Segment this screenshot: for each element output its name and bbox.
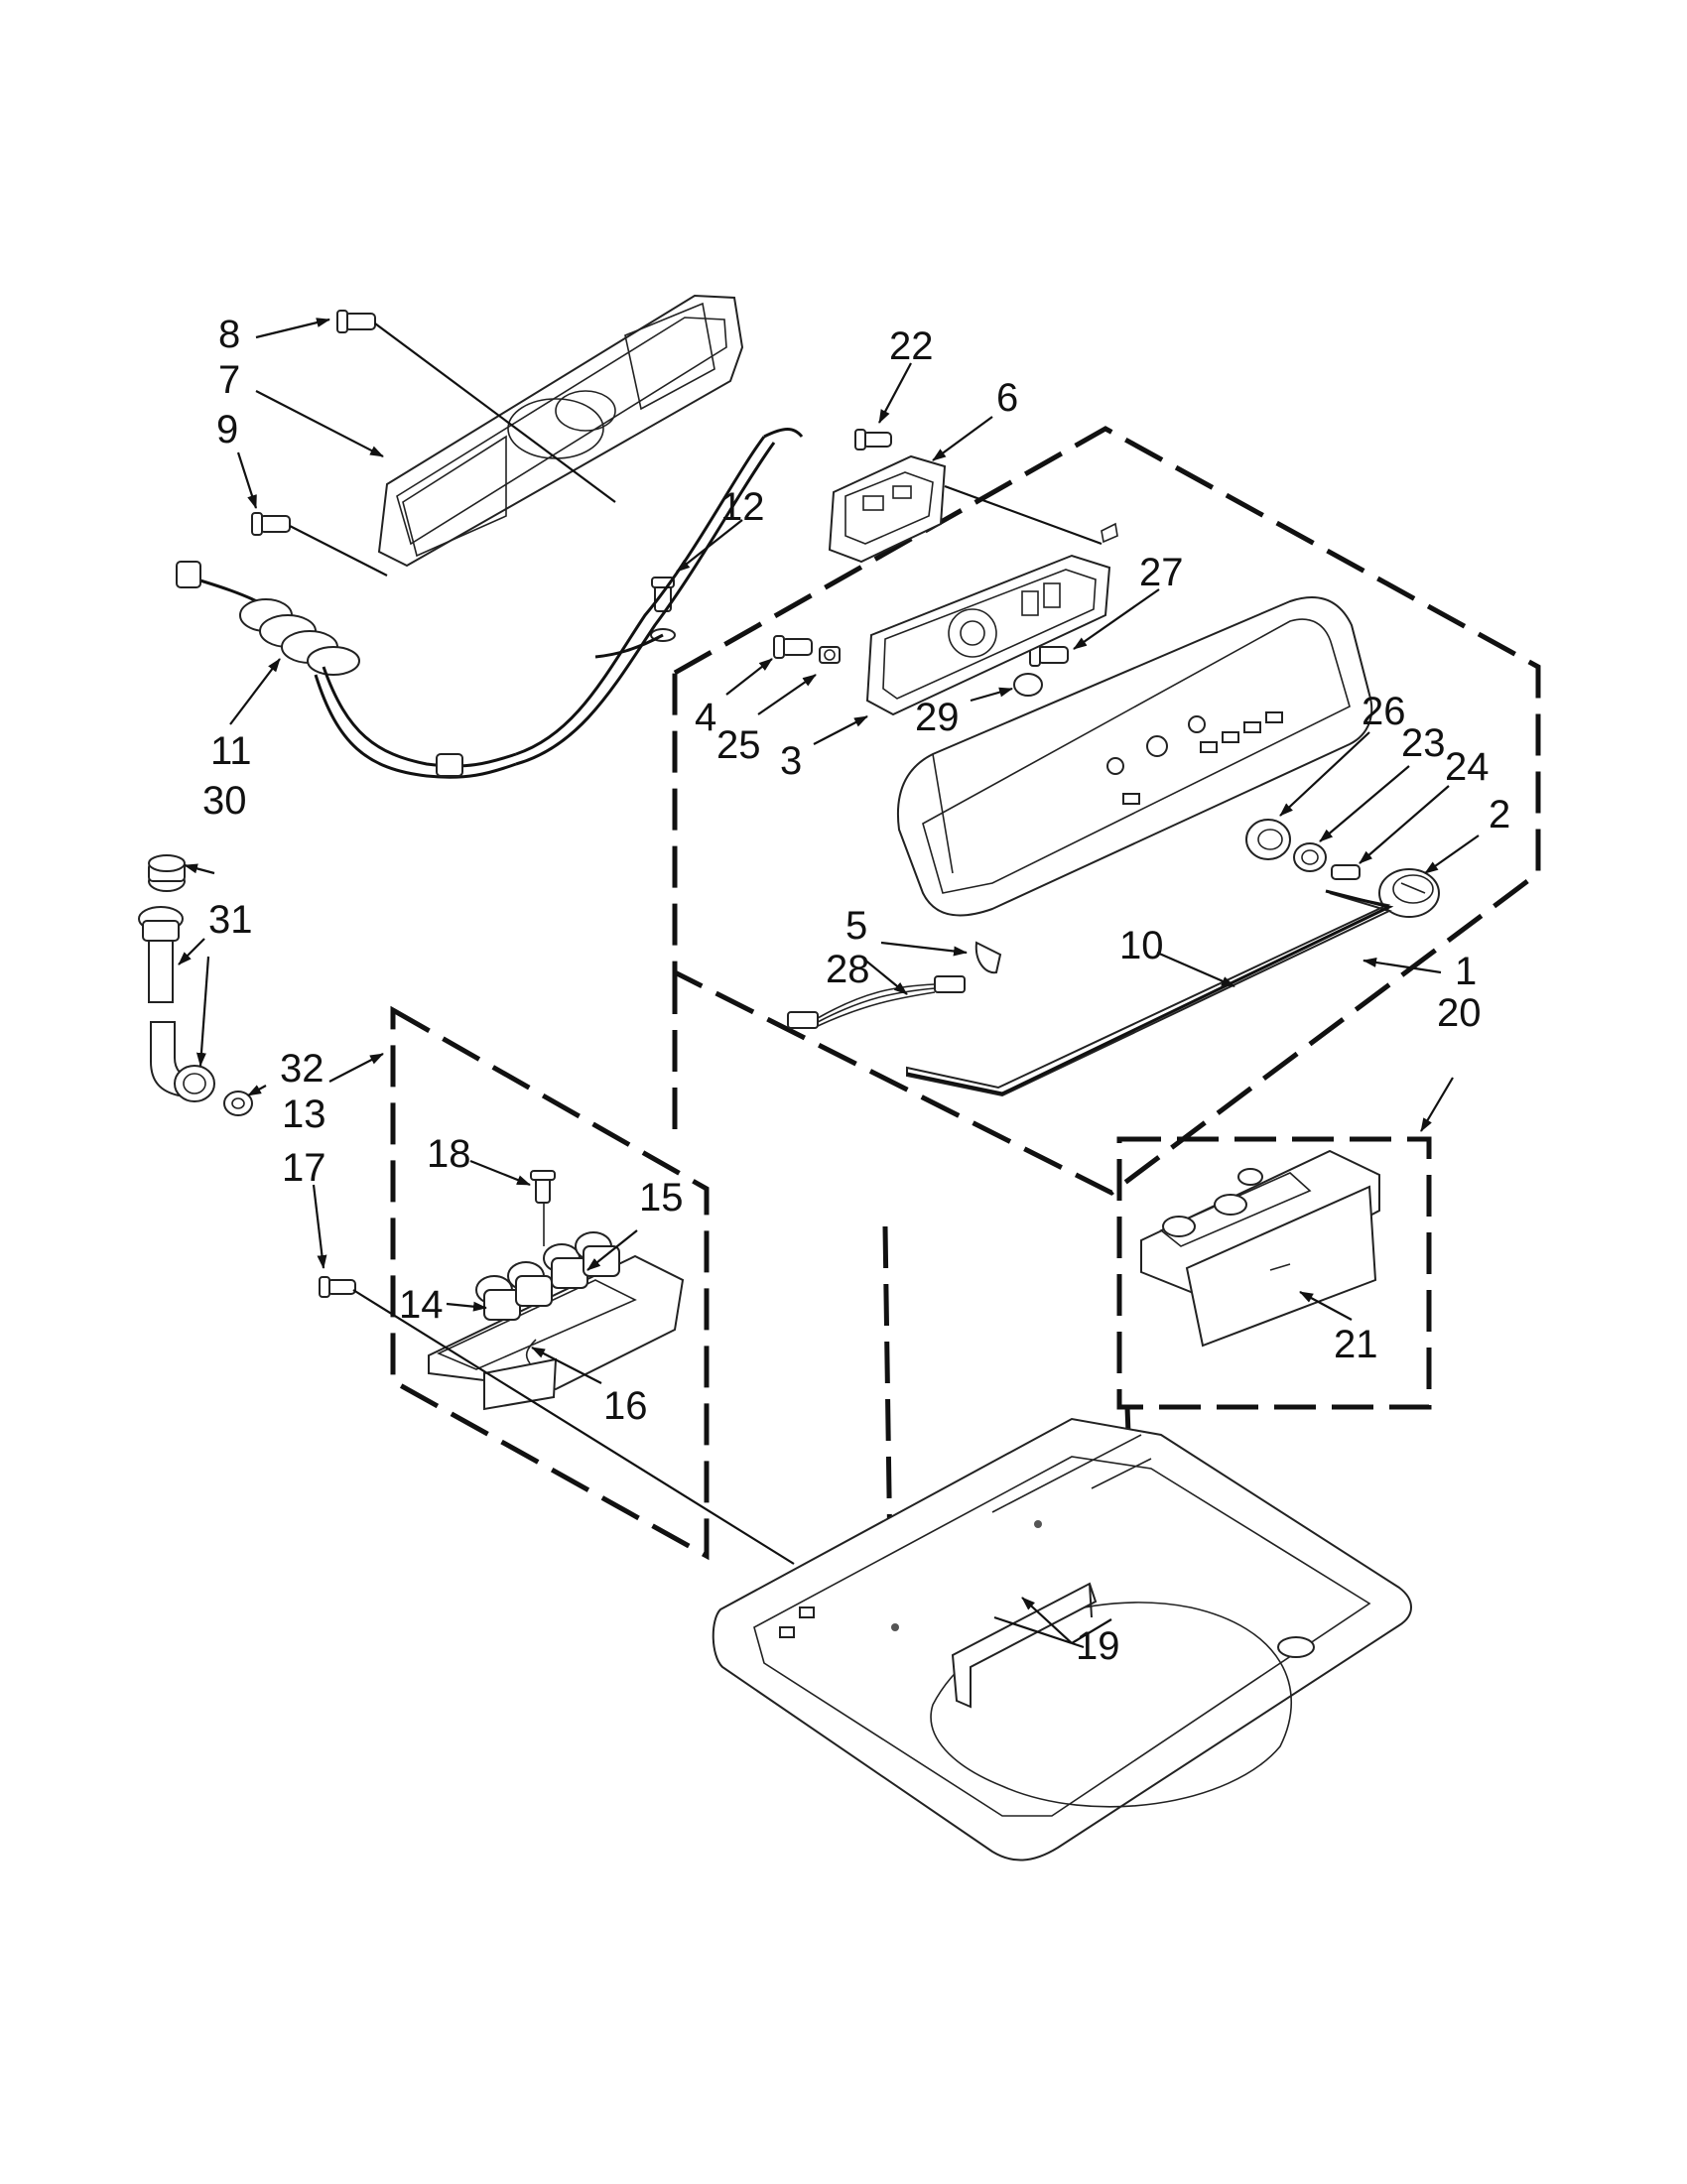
callout-17: 17 bbox=[282, 1146, 326, 1190]
callout-4: 4 bbox=[695, 696, 716, 739]
callout-15: 15 bbox=[639, 1176, 684, 1220]
callout-10: 10 bbox=[1119, 924, 1164, 967]
callout-9: 9 bbox=[216, 408, 238, 451]
callout-14: 14 bbox=[399, 1283, 444, 1327]
screw-17 bbox=[319, 1276, 356, 1298]
callout-21: 21 bbox=[1334, 1323, 1378, 1366]
wire-harness-28 bbox=[787, 975, 966, 1029]
callout-19: 19 bbox=[1076, 1624, 1120, 1668]
callout-3: 3 bbox=[780, 739, 802, 783]
callout-27: 27 bbox=[1139, 551, 1184, 594]
callout-18: 18 bbox=[427, 1132, 471, 1176]
connector-line bbox=[882, 1225, 894, 1628]
callout-labels: 8 7 9 11 30 31 32 13 17 12 22 6 27 4 25 … bbox=[202, 313, 1510, 1668]
screw-9 bbox=[251, 512, 291, 536]
callout-16: 16 bbox=[603, 1384, 648, 1428]
callout-12: 12 bbox=[720, 485, 765, 529]
o-ring-29 bbox=[1013, 673, 1043, 697]
water-valve bbox=[428, 1203, 685, 1411]
user-interface-board bbox=[865, 522, 1118, 716]
hinge-bracket-19 bbox=[951, 1582, 1098, 1709]
leader-lines bbox=[178, 318, 1480, 1649]
callout-29: 29 bbox=[915, 696, 960, 739]
screw-12 bbox=[650, 577, 676, 642]
callout-2: 2 bbox=[1489, 793, 1510, 836]
encoder-25 bbox=[819, 646, 841, 664]
inlet-hose-cap-30 bbox=[148, 854, 186, 892]
inlet-washer-32 bbox=[223, 1091, 253, 1116]
rear-panel-cover bbox=[377, 294, 744, 568]
screw-18 bbox=[530, 1170, 556, 1204]
screw-4 bbox=[773, 635, 813, 659]
callout-28: 28 bbox=[826, 948, 870, 991]
callout-20: 20 bbox=[1437, 991, 1482, 1035]
callout-32: 32 bbox=[280, 1047, 324, 1091]
callout-31: 31 bbox=[208, 898, 253, 942]
callout-23: 23 bbox=[1401, 721, 1446, 765]
callout-30: 30 bbox=[202, 779, 247, 823]
screw-22 bbox=[854, 429, 892, 450]
callout-11: 11 bbox=[210, 729, 252, 773]
control-board bbox=[828, 454, 947, 564]
inlet-hose-31 bbox=[138, 906, 215, 1102]
water-valve-assembly-box bbox=[390, 1005, 710, 1561]
console-seal-10 bbox=[906, 889, 1394, 1097]
callout-13: 13 bbox=[282, 1092, 326, 1136]
screw-8 bbox=[336, 310, 376, 333]
dispenser-drawer bbox=[1140, 1149, 1380, 1348]
callout-25: 25 bbox=[716, 723, 761, 767]
callout-26: 26 bbox=[1362, 690, 1406, 733]
knob-spring-23 bbox=[1293, 842, 1327, 872]
callout-7: 7 bbox=[218, 358, 240, 402]
dispenser-assembly-box bbox=[1116, 1136, 1432, 1410]
callout-6: 6 bbox=[996, 376, 1018, 420]
console bbox=[896, 596, 1373, 917]
callout-1: 1 bbox=[1455, 950, 1477, 993]
callout-5: 5 bbox=[845, 904, 867, 948]
callout-8: 8 bbox=[218, 313, 240, 356]
knob-bezel-26 bbox=[1245, 819, 1291, 860]
power-cord bbox=[176, 428, 804, 779]
knob-2 bbox=[1378, 868, 1440, 918]
callout-22: 22 bbox=[889, 324, 934, 368]
clip-5 bbox=[974, 941, 1002, 974]
callout-24: 24 bbox=[1445, 745, 1490, 789]
knob-shaft-24 bbox=[1331, 864, 1361, 880]
